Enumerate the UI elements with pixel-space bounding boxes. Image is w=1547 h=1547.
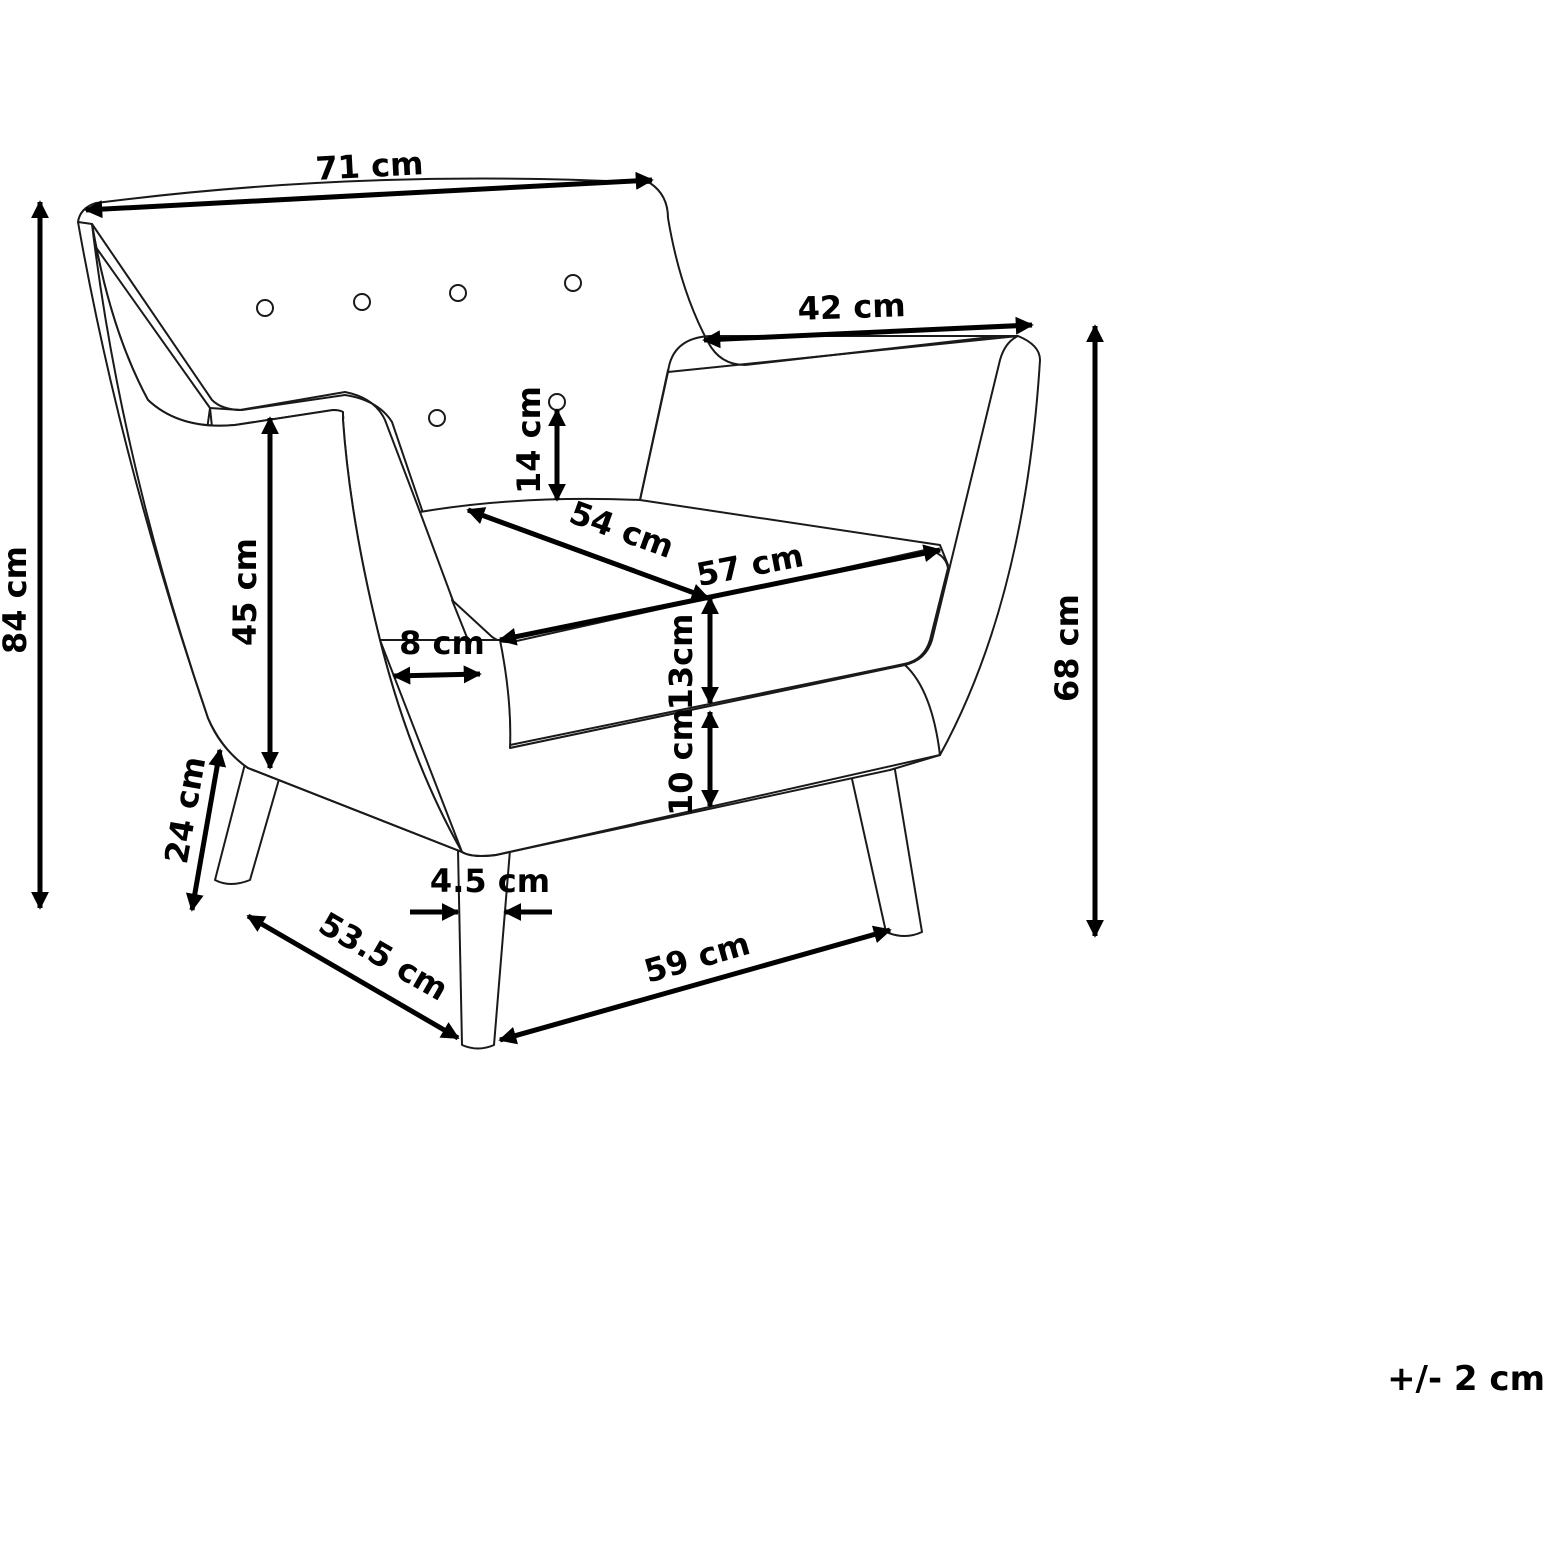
label-armrest-height: 68 cm [1048, 594, 1086, 702]
left-wing-inner-edge [91, 223, 393, 423]
seat-width-57-arrow [498, 544, 942, 646]
label-seat-base: 10 cm [662, 708, 700, 816]
tuft-button [449, 284, 467, 302]
tuft-button [428, 409, 446, 427]
label-base-width: 59 cm [640, 924, 754, 990]
base-depth-53-5-arrow [246, 913, 460, 1041]
label-leg-width: 4.5 cm [430, 862, 550, 900]
label-seat-cushion: 13cm [662, 614, 700, 711]
tolerance-note: +/- 2 cm [1387, 1359, 1545, 1399]
base-width-59-arrow [498, 925, 892, 1045]
tuft-button [548, 393, 566, 411]
leg-24-arrow [185, 748, 227, 912]
front-leg [457, 849, 511, 1050]
base-frame [247, 754, 941, 857]
tuft-button [256, 299, 274, 317]
right-armrest-inner [639, 371, 669, 501]
dimension-lines [31, 171, 1104, 1045]
tufting-buttons [256, 274, 582, 427]
label-arm-to-floor: 45 cm [226, 538, 264, 646]
label-total-width: 71 cm [315, 144, 425, 188]
tuft-button [353, 293, 371, 311]
tuft-button [564, 274, 582, 292]
label-armrest-depth: 42 cm [797, 286, 906, 328]
label-arm-thickness: 8 cm [399, 624, 485, 662]
label-backrest-above-seat: 14 cm [510, 386, 548, 494]
armrest-depth-42-arrow [702, 316, 1034, 349]
width-71-arrow [84, 171, 654, 219]
arm-thickness-8-arrow [392, 665, 482, 685]
label-total-height: 84 cm [0, 546, 34, 654]
